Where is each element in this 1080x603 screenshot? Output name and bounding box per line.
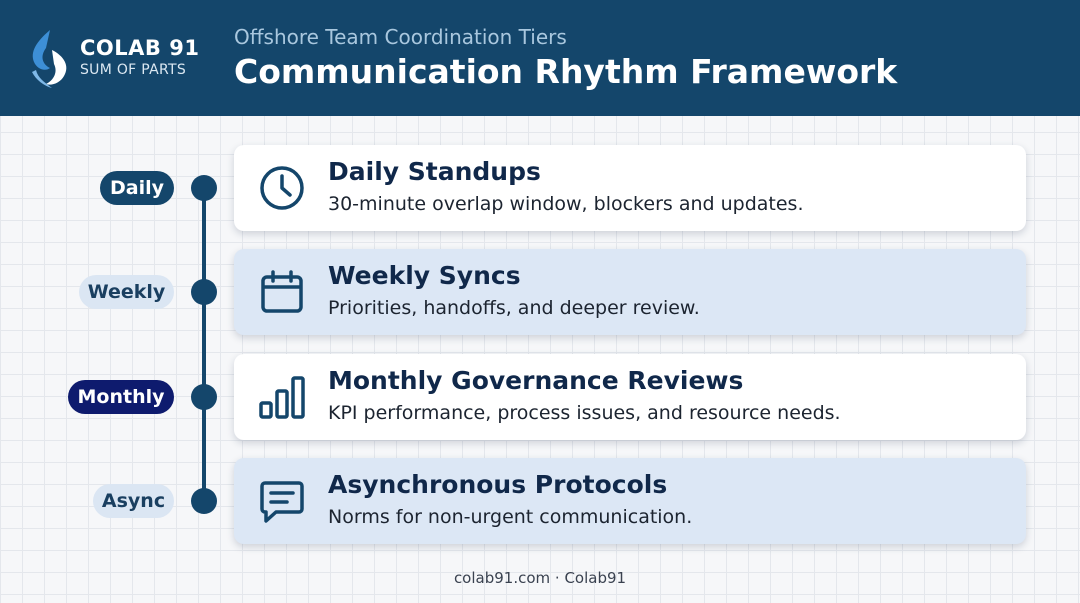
tier-description: 30-minute overlap window, blockers and u… bbox=[328, 193, 804, 215]
tier-pill-async: Async bbox=[93, 484, 174, 518]
timeline-dot-async bbox=[191, 488, 217, 514]
tier-title: Weekly Syncs bbox=[328, 261, 521, 290]
page-subtitle: Offshore Team Coordination Tiers bbox=[234, 25, 567, 49]
footer-text: colab91.com · Colab91 bbox=[453, 569, 627, 587]
timeline-line bbox=[202, 186, 206, 502]
timeline-dot-weekly bbox=[191, 279, 217, 305]
tier-description: Priorities, handoffs, and deeper review. bbox=[328, 297, 700, 319]
brand-tagline: SUM OF PARTS bbox=[80, 62, 187, 78]
header-banner: COLAB 91 SUM OF PARTS Offshore Team Coor… bbox=[0, 0, 1080, 116]
tier-pill-monthly: Monthly bbox=[68, 380, 174, 414]
message-icon bbox=[260, 481, 304, 523]
clock-icon bbox=[260, 166, 304, 210]
tier-title: Daily Standups bbox=[328, 157, 541, 186]
tier-card-weekly: Weekly Syncs Priorities, handoffs, and d… bbox=[234, 249, 1026, 335]
tier-title: Monthly Governance Reviews bbox=[328, 366, 744, 395]
brand-name: COLAB 91 bbox=[80, 36, 200, 60]
tier-card-daily: Daily Standups 30-minute overlap window,… bbox=[234, 145, 1026, 231]
calendar-icon bbox=[261, 270, 303, 313]
timeline-dot-monthly bbox=[191, 384, 217, 410]
brand-logo-icon bbox=[32, 30, 67, 88]
tier-description: Norms for non-urgent communication. bbox=[328, 506, 693, 528]
tier-title: Asynchronous Protocols bbox=[328, 470, 668, 499]
tier-description: KPI performance, process issues, and res… bbox=[328, 402, 841, 424]
bar-chart-icon bbox=[259, 376, 305, 419]
tier-card-async: Asynchronous Protocols Norms for non-urg… bbox=[234, 458, 1026, 544]
page-title: Communication Rhythm Framework bbox=[234, 52, 898, 91]
tier-pill-weekly: Weekly bbox=[79, 275, 174, 309]
timeline-dot-daily bbox=[191, 175, 217, 201]
tier-pill-daily: Daily bbox=[100, 171, 174, 205]
tier-card-monthly: Monthly Governance Reviews KPI performan… bbox=[234, 354, 1026, 440]
